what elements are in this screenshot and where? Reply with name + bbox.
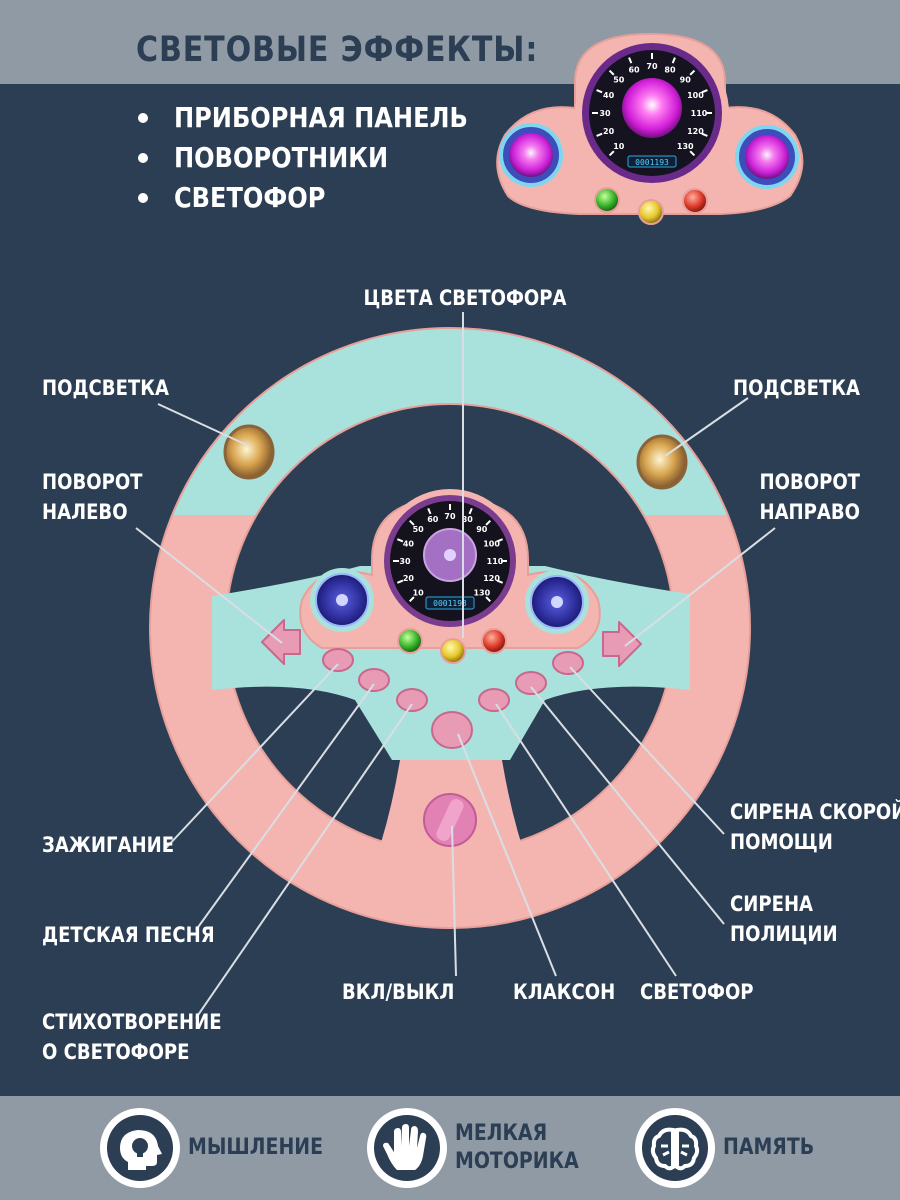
traffic-light-yellow[interactable] <box>440 638 466 664</box>
mini-odometer: 0001193 <box>635 158 669 167</box>
light-effect-item: ПРИБОРНАЯ ПАНЕЛЬ <box>136 98 516 138</box>
dial-tick-label: 60 <box>628 65 640 74</box>
dial-tick-label: 70 <box>646 62 658 71</box>
dial-tick <box>689 69 696 76</box>
label-backlight-right: ПОДСВЕТКА <box>733 376 860 400</box>
traffic-light-button[interactable] <box>515 671 547 695</box>
dial-tick <box>468 507 473 515</box>
dial-tick <box>427 507 432 515</box>
label-poem: СТИХОТВОРЕНИЕ О СВЕТОФОРЕ <box>42 1010 222 1064</box>
hand-icon <box>367 1108 447 1188</box>
brain-icon <box>635 1108 715 1188</box>
dial-tick <box>408 519 415 526</box>
label-traffic-light: СВЕТОФОР <box>640 980 754 1004</box>
dial-tick-label: 80 <box>462 515 474 524</box>
dial-tick <box>485 519 492 526</box>
dial-tick-label: 10 <box>413 589 425 598</box>
dial-tick <box>701 89 708 94</box>
power-knob-grip <box>436 799 464 841</box>
dial-tick <box>689 150 696 157</box>
feature-label: МЕЛКАЯ МОТОРИКА <box>455 1121 579 1174</box>
dial-tick-label: 90 <box>680 76 692 85</box>
label-turn-right: ПОВОРОТ НАПРАВО <box>759 470 860 524</box>
dial-tick-label: 20 <box>403 574 415 583</box>
dial-tick-label: 30 <box>599 109 611 118</box>
label-backlight-left: ПОДСВЕТКА <box>42 376 169 400</box>
light-effect-item: ПОВОРОТНИКИ <box>136 138 516 178</box>
dial-tick <box>496 579 504 584</box>
dial-tick-label: 40 <box>403 540 415 549</box>
light-effects-list: ПРИБОРНАЯ ПАНЕЛЬ ПОВОРОТНИКИ СВЕТОФОР <box>136 98 516 218</box>
label-police-siren: СИРЕНА ПОЛИЦИИ <box>730 892 838 946</box>
dial-tick-label: 80 <box>664 65 676 74</box>
page-title: СВЕТОВЫЕ ЭФФЕКТЫ: <box>136 30 539 70</box>
poem-button[interactable] <box>396 688 428 712</box>
kids-song-button[interactable] <box>358 668 390 692</box>
dial-tick-label: 20 <box>603 127 615 136</box>
label-traffic-light-colors: ЦВЕТА СВЕТОФОРА <box>363 286 567 310</box>
dial-tick-label: 50 <box>413 525 425 534</box>
dial-tick <box>671 57 676 64</box>
dial-tick-label: 130 <box>677 142 694 151</box>
dial-tick-label: 120 <box>687 127 704 136</box>
dial-tick-label: 30 <box>399 557 411 566</box>
header-band <box>0 0 900 84</box>
dial-tick <box>596 132 603 137</box>
feature-label: ПАМЯТЬ <box>723 1135 815 1160</box>
dial-tick <box>596 89 603 94</box>
dial-tick-label: 70 <box>444 512 456 521</box>
dial-tick-label: 10 <box>613 142 625 151</box>
ambulance-siren-button[interactable] <box>552 651 584 675</box>
turn-right-button[interactable] <box>602 621 642 667</box>
label-ignition: ЗАЖИГАНИЕ <box>42 833 175 857</box>
label-turn-left: ПОВОРОТ НАЛЕВО <box>42 470 143 524</box>
label-ambulance-siren: СИРЕНА СКОРОЙ ПОМОЩИ <box>730 800 900 854</box>
dial-tick <box>628 57 633 64</box>
ignition-button[interactable] <box>322 648 354 672</box>
dial-tick <box>485 596 492 603</box>
label-power: ВКЛ/ВЫКЛ <box>342 980 455 1004</box>
main-odometer: 0001193 <box>433 599 467 608</box>
horn-button[interactable] <box>431 711 473 749</box>
dial-tick <box>408 596 415 603</box>
dial-tick <box>608 150 615 157</box>
dial-tick-label: 100 <box>483 540 500 549</box>
dial-tick-label: 50 <box>613 76 625 85</box>
label-horn: КЛАКСОН <box>513 980 616 1004</box>
dial-tick-label: 110 <box>691 109 708 118</box>
dial-tick <box>608 69 615 76</box>
dial-tick <box>701 132 708 137</box>
dial-tick-label: 110 <box>487 557 504 566</box>
dial-tick-label: 120 <box>483 574 500 583</box>
dial-tick <box>496 538 504 543</box>
dial-tick-label: 100 <box>687 91 704 100</box>
feature-label: МЫШЛЕНИЕ <box>188 1135 324 1160</box>
dial-tick <box>396 538 404 543</box>
traffic-light-green[interactable] <box>397 628 423 654</box>
dial-tick-label: 90 <box>476 525 488 534</box>
dial-tick-label: 60 <box>427 515 439 524</box>
dial-tick-label: 40 <box>603 91 615 100</box>
backlight-left <box>223 424 275 480</box>
dial-tick-label: 130 <box>473 589 490 598</box>
head-bulb-icon <box>100 1108 180 1188</box>
light-effect-item: СВЕТОФОР <box>136 178 516 218</box>
traffic-light-red[interactable] <box>481 628 507 654</box>
police-siren-button[interactable] <box>478 688 510 712</box>
backlight-right <box>636 434 688 490</box>
dial-tick <box>396 579 404 584</box>
callout-lines <box>135 312 776 1019</box>
label-kids-song: ДЕТСКАЯ ПЕСНЯ <box>42 923 215 947</box>
